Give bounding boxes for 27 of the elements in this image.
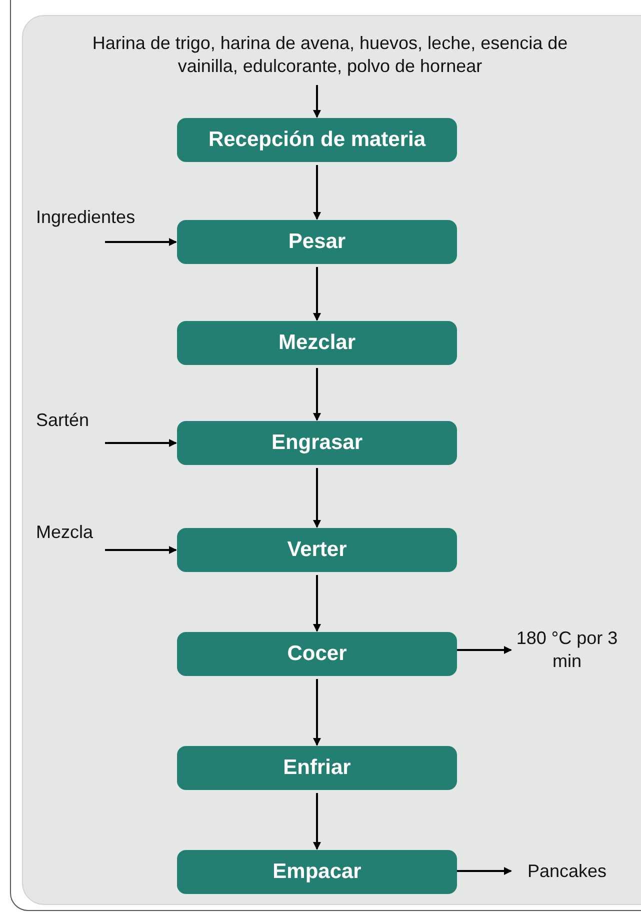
arrow <box>313 679 321 746</box>
arrow <box>457 867 512 875</box>
process-box: Enfriar <box>177 746 457 790</box>
arrow <box>313 267 321 321</box>
arrow <box>105 238 177 246</box>
process-box: Recepción de materia <box>177 118 457 162</box>
flow-text: Harina de trigo, harina de avena, huevos, leche, esencia de vainilla, edulcorante, polvo de hornear <box>60 28 600 82</box>
input-label: Ingredientes <box>36 206 170 242</box>
process-box: Mezclar <box>177 321 457 365</box>
process-box: Engrasar <box>177 421 457 465</box>
arrow <box>313 468 321 528</box>
process-box: Pesar <box>177 220 457 264</box>
arrow <box>313 368 321 421</box>
arrow <box>313 793 321 850</box>
arrow <box>313 85 321 118</box>
process-box: Cocer <box>177 632 457 676</box>
process-box: Empacar <box>177 850 457 894</box>
flow-text: Pancakes <box>512 856 622 886</box>
process-box: Verter <box>177 528 457 572</box>
arrow <box>313 165 321 220</box>
arrow <box>105 546 177 554</box>
arrow <box>105 439 177 447</box>
arrow <box>457 646 512 654</box>
flow-text: 180 °C por 3 min <box>512 622 622 678</box>
input-label: Sartén <box>36 409 112 443</box>
input-label: Mezcla <box>36 521 112 550</box>
arrow <box>313 575 321 632</box>
